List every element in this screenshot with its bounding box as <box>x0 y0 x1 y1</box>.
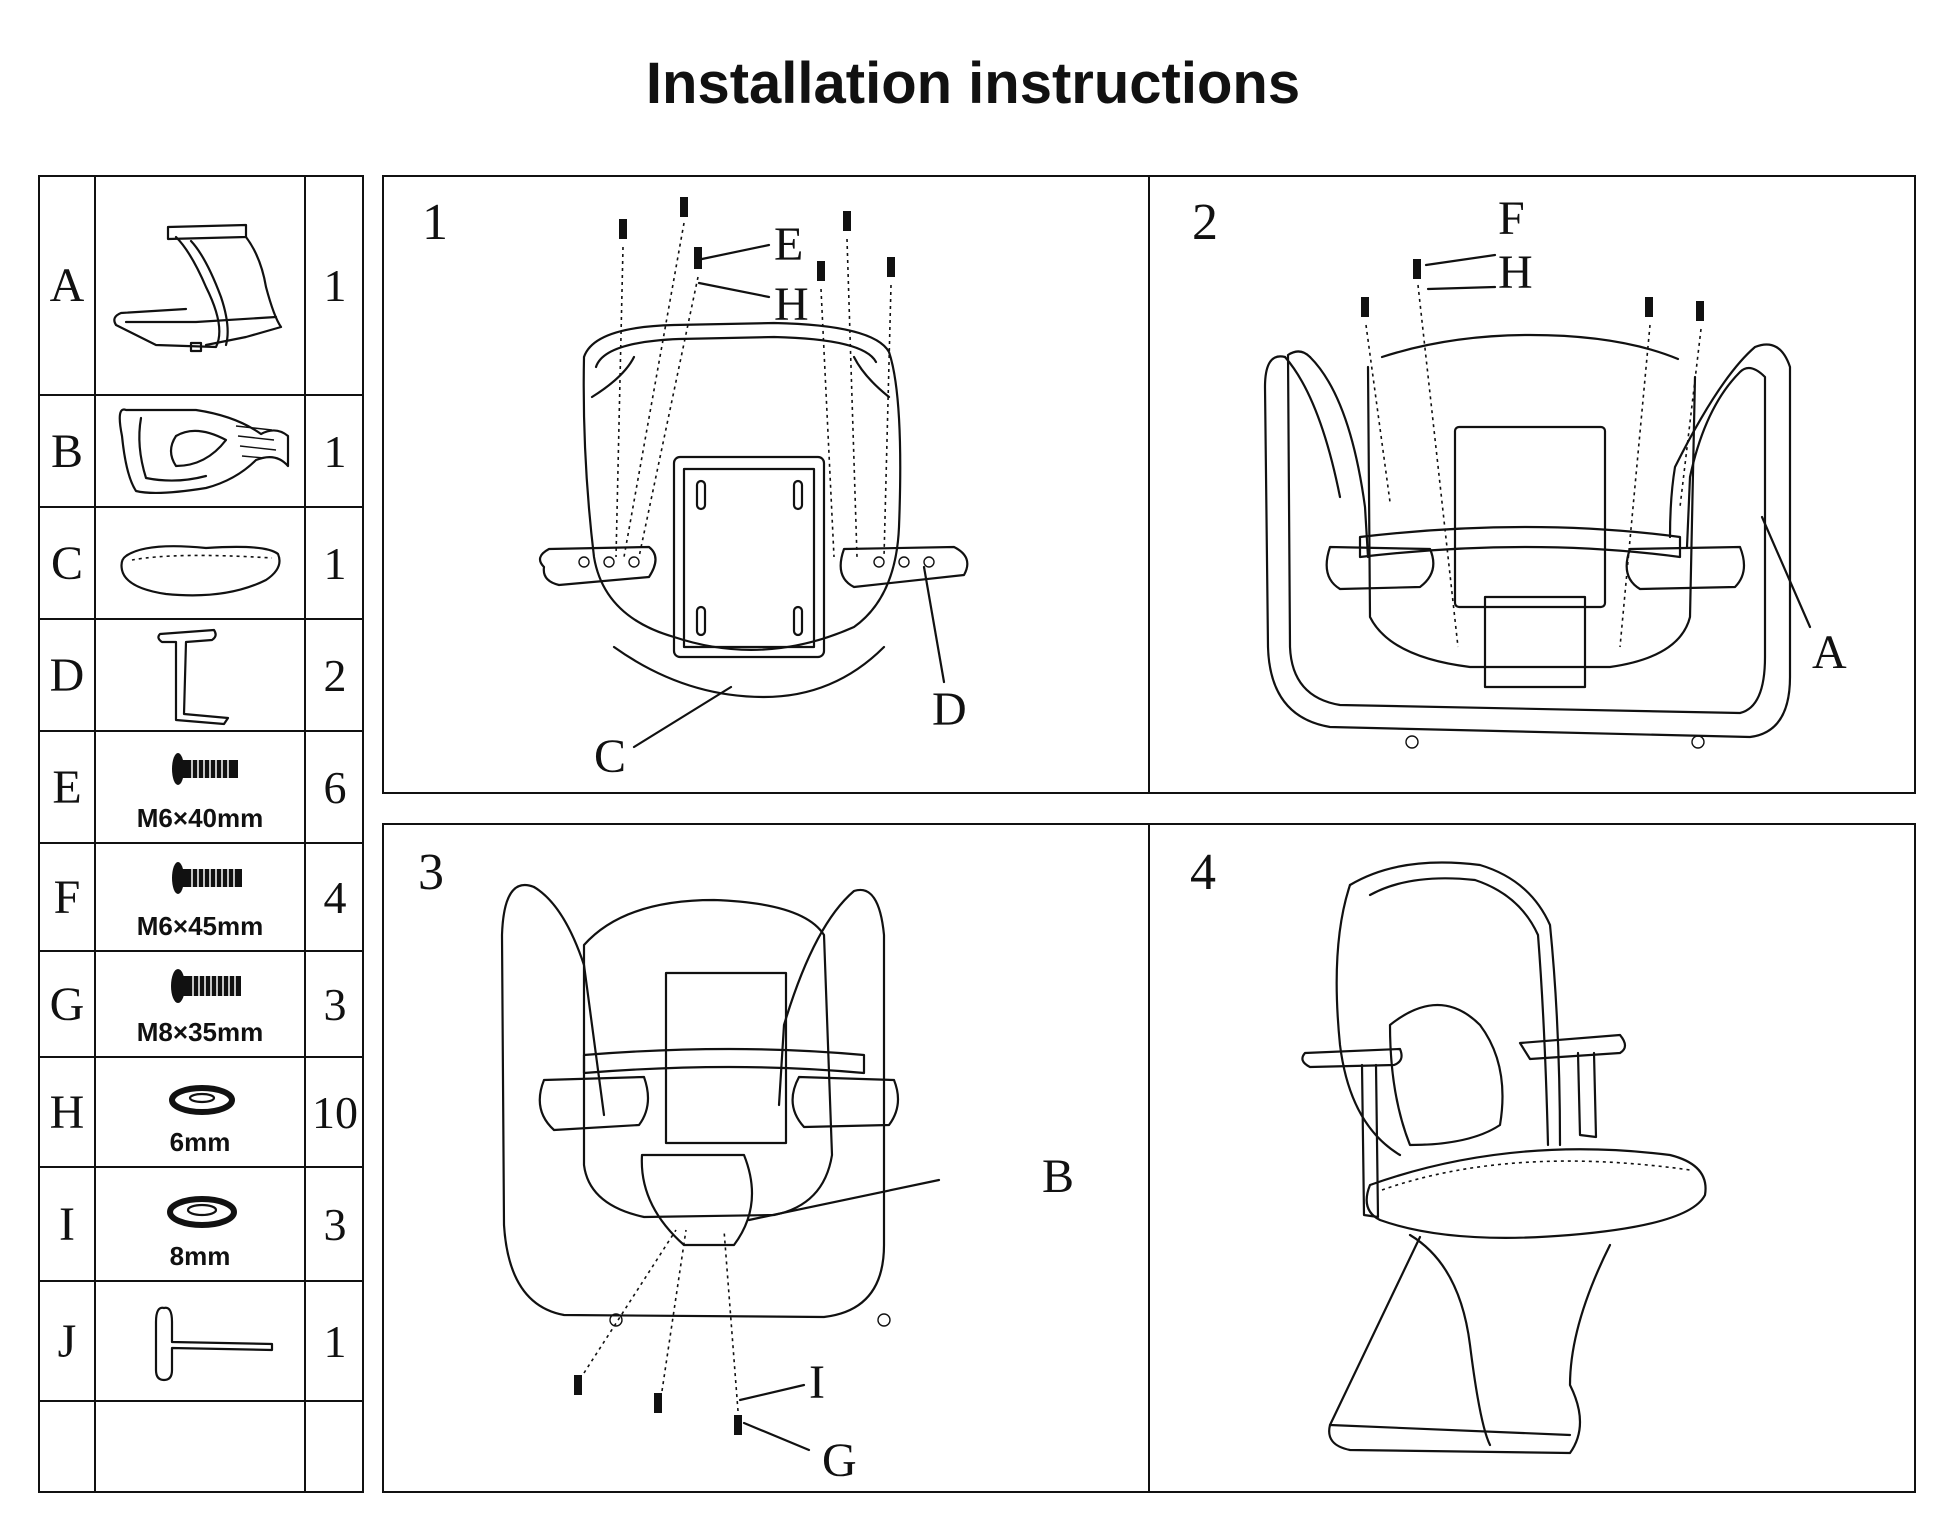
part-letter: B <box>50 424 83 478</box>
assembled-chair-illustration <box>1301 861 1707 1455</box>
step-4-panel: 4 <box>1148 823 1916 1493</box>
bolt-icon: M8×35mm <box>94 952 306 1056</box>
label-g: G <box>822 1434 857 1487</box>
washer-size-label: 8mm <box>169 1241 231 1271</box>
part-quantity: 10 <box>312 1086 358 1138</box>
part-letter: A <box>49 259 85 312</box>
part-quantity: 1 <box>323 260 347 311</box>
bolt-size-label: M6×40mm <box>136 803 264 833</box>
bolt-size-label: M6×45mm <box>136 911 264 941</box>
seat-cushion-icon <box>94 508 306 618</box>
parts-row: A 1 <box>40 177 362 396</box>
page-title: Installation instructions <box>645 51 1301 116</box>
parts-row: B 1 <box>40 396 362 508</box>
label-e: E <box>774 218 804 271</box>
parts-row: G M8×35mm 3 <box>40 952 362 1058</box>
bolt-icon: M6×45mm <box>94 844 306 950</box>
step-number: 2 <box>1192 194 1218 251</box>
part-letter: H <box>49 1085 85 1139</box>
backrest-mesh-icon <box>94 396 306 506</box>
part-quantity <box>306 1402 364 1493</box>
label-f: F <box>1498 192 1525 245</box>
part-letter: F <box>53 870 81 924</box>
parts-row: I 8mm 3 <box>40 1168 362 1282</box>
bolt-icon: M6×40mm <box>94 732 306 842</box>
parts-row: J 1 <box>40 1282 362 1402</box>
label-i: I <box>809 1356 825 1409</box>
part-quantity: 1 <box>323 1315 347 1367</box>
part-letter: C <box>50 536 83 590</box>
part-quantity: 1 <box>323 425 347 477</box>
screw-group <box>619 197 895 281</box>
step-number: 4 <box>1190 844 1216 901</box>
hex-key-icon <box>94 1282 306 1400</box>
step-3-illustration <box>500 884 941 1452</box>
bolt-size-label: M8×35mm <box>136 1017 264 1047</box>
washer-icon: 8mm <box>94 1168 306 1280</box>
parts-row: H 6mm 10 <box>40 1058 362 1168</box>
part-quantity: 4 <box>323 871 347 923</box>
armrest-icon <box>94 620 306 730</box>
label-d: D <box>932 683 967 736</box>
label-b: B <box>1042 1150 1075 1203</box>
part-quantity: 2 <box>323 649 347 701</box>
part-letter <box>40 1402 94 1493</box>
step-number: 3 <box>418 844 444 901</box>
step-1-illustration <box>538 197 969 749</box>
part-letter: J <box>57 1314 77 1368</box>
parts-row: D 2 <box>40 620 362 732</box>
step-2-illustration <box>1263 253 1812 749</box>
step-3-panel: 3 B I G <box>382 823 1150 1493</box>
part-letter: D <box>49 648 85 702</box>
step-number: 1 <box>422 194 448 251</box>
part-quantity: 3 <box>323 1198 347 1250</box>
parts-row: F M6×45mm 4 <box>40 844 362 952</box>
label-h: H <box>1498 246 1533 299</box>
washer-size-label: 6mm <box>169 1127 231 1157</box>
part-letter: E <box>52 760 82 814</box>
part-letter: I <box>59 1197 75 1251</box>
step-1-panel: 1 E H C D <box>382 175 1150 794</box>
label-h: H <box>774 278 809 331</box>
label-a: A <box>1812 626 1847 679</box>
part-letter: G <box>49 977 85 1031</box>
parts-list-table: A 1 B 1 C <box>38 175 364 1493</box>
label-c: C <box>594 730 627 783</box>
parts-row: C 1 <box>40 508 362 620</box>
base-frame-icon <box>94 177 306 394</box>
parts-row-empty <box>40 1402 362 1493</box>
parts-row: E M6×40mm 6 <box>40 732 362 844</box>
part-quantity: 6 <box>323 761 347 813</box>
step-2-panel: 2 F H A <box>1148 175 1916 794</box>
part-quantity: 3 <box>323 978 347 1030</box>
washer-icon: 6mm <box>94 1058 306 1166</box>
part-quantity: 1 <box>323 537 347 589</box>
empty-cell <box>94 1402 306 1493</box>
